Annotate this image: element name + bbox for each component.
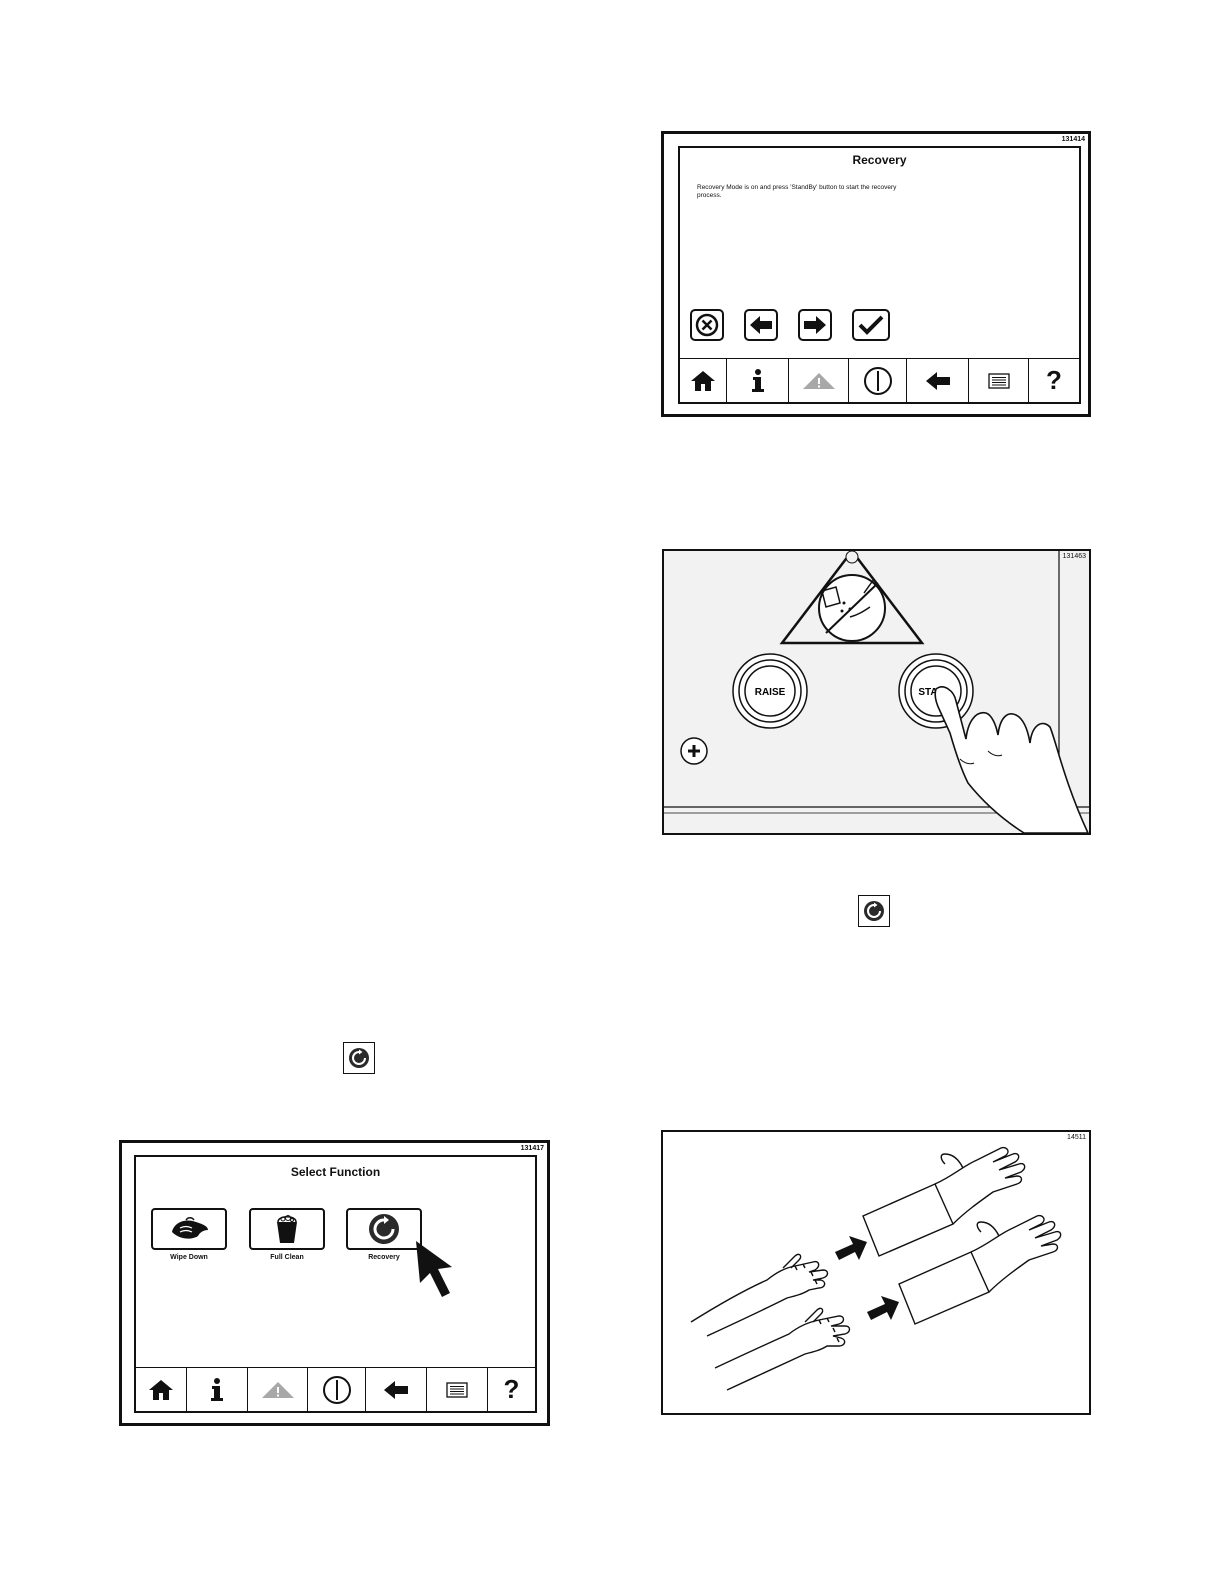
recovery-button[interactable] — [346, 1208, 422, 1250]
recovery-screen-figure: 131414 Recovery Recovery Mode is on and … — [661, 131, 1091, 417]
recovery-icon — [863, 900, 885, 922]
screen-title: Recovery — [680, 153, 1079, 167]
nav-power[interactable] — [307, 1368, 365, 1411]
recovery-message: Recovery Mode is on and press 'StandBy' … — [697, 184, 897, 200]
power-icon — [322, 1375, 352, 1405]
menu-icon — [988, 373, 1010, 389]
recovery-icon — [348, 1047, 370, 1069]
full-clean-label: Full Clean — [242, 1254, 332, 1261]
info-icon — [210, 1378, 224, 1402]
info-icon — [751, 369, 765, 393]
figure-id: 14511 — [1067, 1134, 1086, 1141]
arrow-right-icon — [803, 315, 827, 335]
figure-id: 131417 — [521, 1145, 544, 1152]
home-icon — [690, 370, 716, 392]
select-function-screen: Select Function Wipe Down Full Clean Rec… — [134, 1155, 537, 1413]
screen-title: Select Function — [136, 1165, 535, 1179]
menu-icon — [446, 1382, 468, 1398]
help-icon: ? — [1046, 365, 1062, 396]
gloves-illustration — [663, 1132, 1089, 1413]
nav-menu[interactable] — [968, 359, 1028, 402]
recovery-screen: Recovery Recovery Mode is on and press '… — [678, 146, 1081, 404]
full-clean-button[interactable] — [249, 1208, 325, 1250]
figure-id: 131414 — [1062, 136, 1085, 143]
confirm-button[interactable] — [852, 309, 890, 341]
nav-help[interactable]: ? — [487, 1368, 535, 1411]
bottom-nav-bar: ? — [136, 1367, 535, 1411]
recovery-icon-reference — [858, 895, 890, 927]
help-icon: ? — [504, 1374, 520, 1405]
arrow-left-icon — [749, 315, 773, 335]
wipe-icon — [168, 1216, 210, 1242]
cancel-icon — [695, 313, 719, 337]
warning-icon — [802, 372, 836, 390]
bucket-icon — [274, 1214, 300, 1244]
nav-menu[interactable] — [426, 1368, 487, 1411]
check-icon — [858, 315, 884, 335]
back-icon — [925, 371, 951, 391]
nav-back[interactable] — [906, 359, 968, 402]
nav-home[interactable] — [136, 1368, 186, 1411]
raise-button-label: RAISE — [755, 687, 786, 698]
nav-warnings[interactable] — [788, 359, 848, 402]
recovery-icon-reference — [343, 1042, 375, 1074]
gloves-figure: 14511 — [661, 1130, 1091, 1415]
wipe-down-label: Wipe Down — [144, 1254, 234, 1261]
next-button[interactable] — [798, 309, 832, 341]
warning-icon — [261, 1381, 295, 1399]
nav-info[interactable] — [186, 1368, 247, 1411]
home-icon — [148, 1379, 174, 1401]
nav-power[interactable] — [848, 359, 906, 402]
select-function-figure: 131417 Select Function Wipe Down Full Cl… — [119, 1140, 550, 1426]
back-icon — [383, 1380, 409, 1400]
power-icon — [863, 366, 893, 396]
control-panel-figure: 131463 RAISE STA — [662, 549, 1091, 835]
recovery-icon — [368, 1213, 400, 1245]
bottom-nav-bar: ? — [680, 358, 1079, 402]
nav-info[interactable] — [726, 359, 788, 402]
cancel-button[interactable] — [690, 309, 724, 341]
nav-back[interactable] — [365, 1368, 426, 1411]
previous-button[interactable] — [744, 309, 778, 341]
control-panel-illustration: RAISE STA — [664, 551, 1089, 833]
nav-warnings[interactable] — [247, 1368, 307, 1411]
nav-help[interactable]: ? — [1028, 359, 1079, 402]
pointer-cursor-icon — [414, 1239, 454, 1303]
nav-home[interactable] — [680, 359, 726, 402]
figure-id: 131463 — [1063, 553, 1086, 560]
wipe-down-button[interactable] — [151, 1208, 227, 1250]
